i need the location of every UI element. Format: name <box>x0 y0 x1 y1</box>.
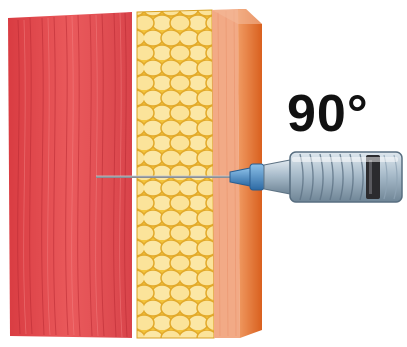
needle <box>96 176 232 177</box>
angle-label: 90° <box>287 88 369 140</box>
fascia-gap <box>132 10 137 340</box>
fat-layer <box>137 10 214 338</box>
muscle-layer <box>8 12 134 338</box>
